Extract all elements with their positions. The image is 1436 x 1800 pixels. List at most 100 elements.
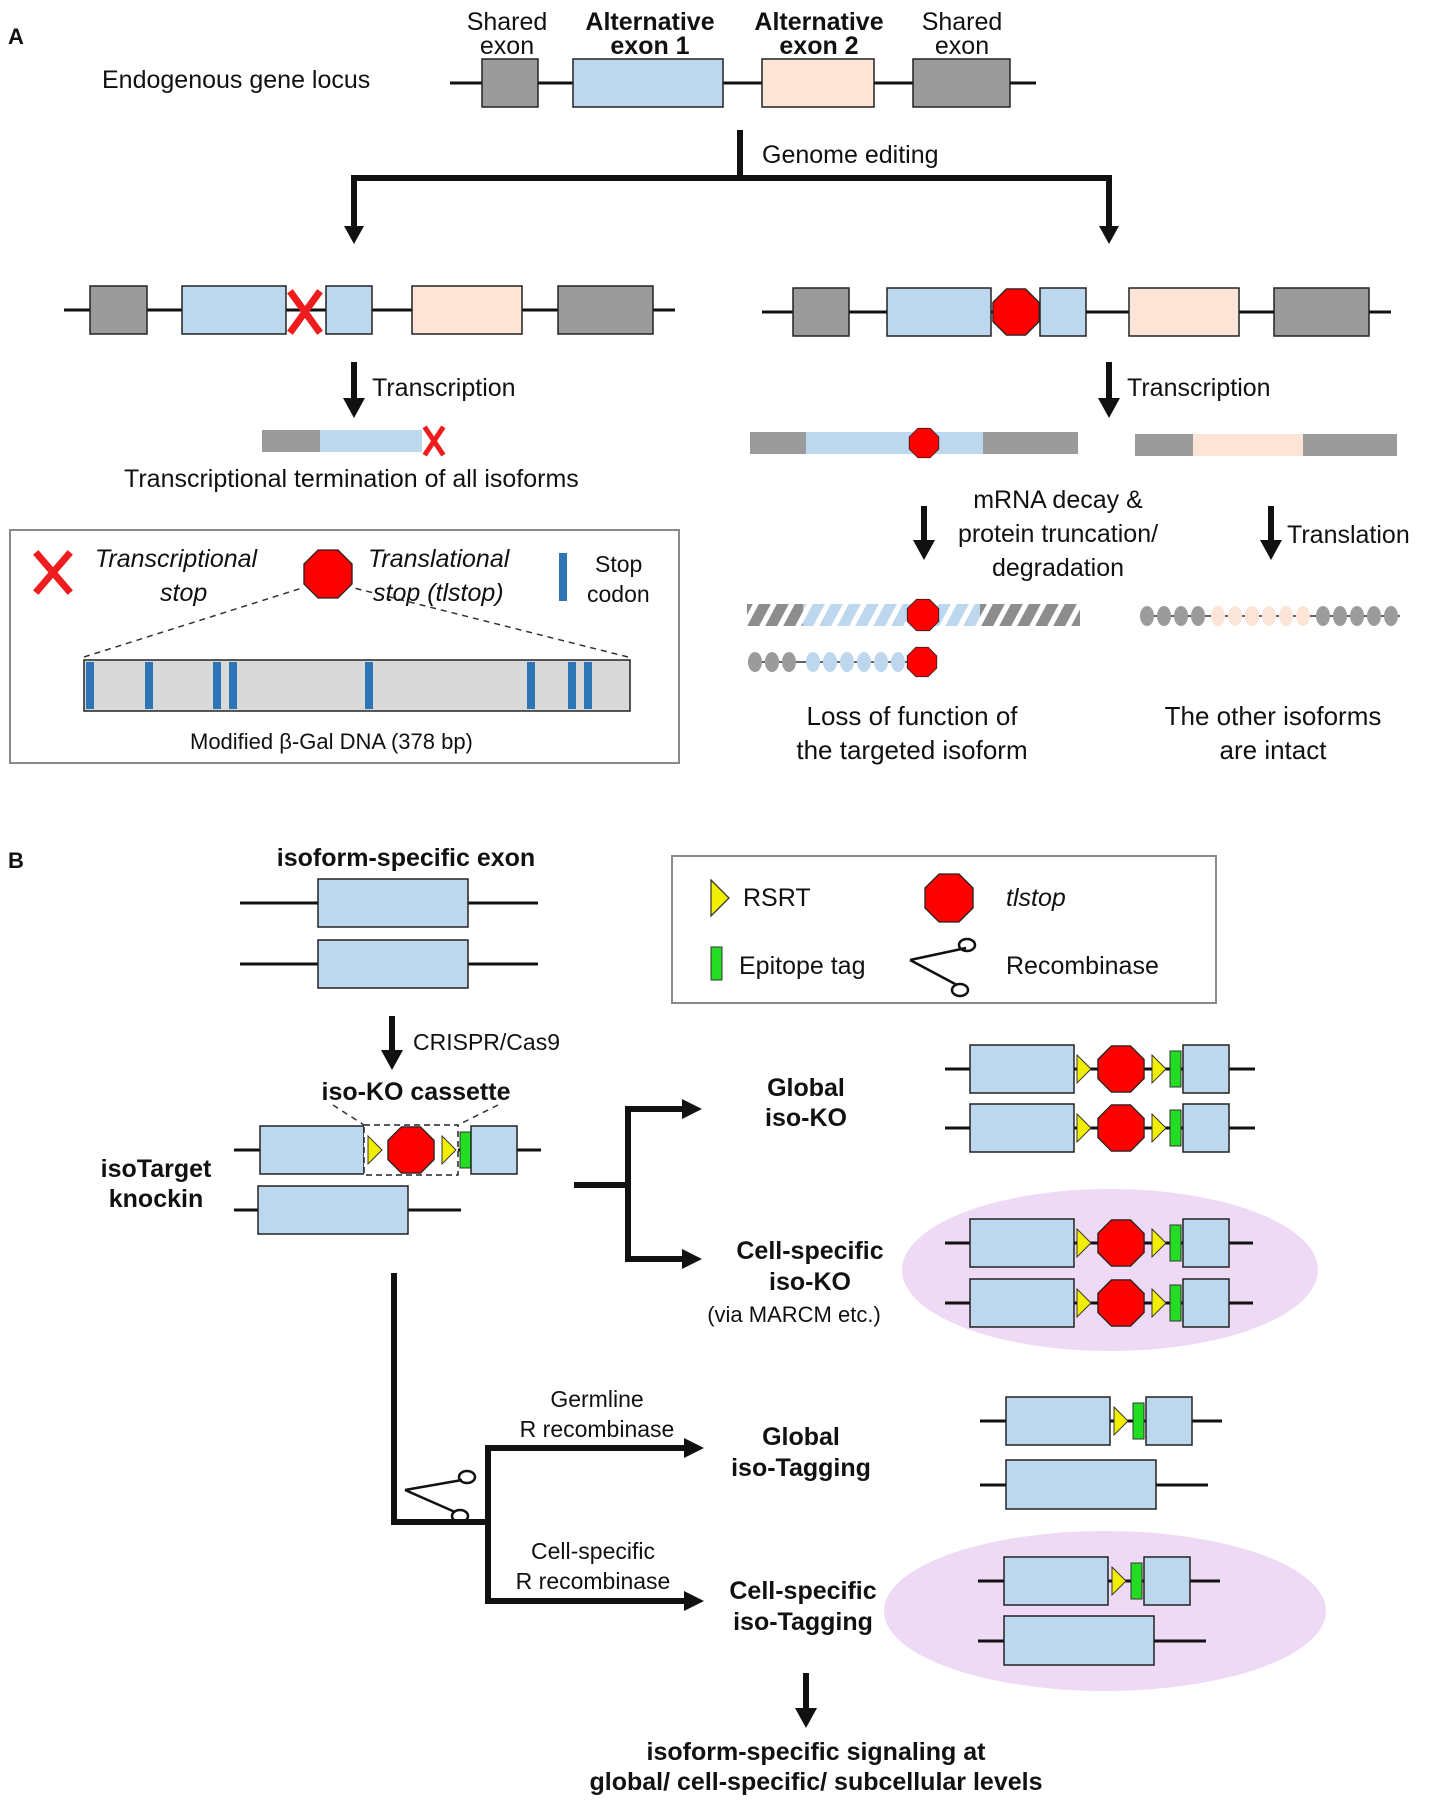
legend-transcriptional-stop-2: stop (160, 579, 207, 607)
protein-tlstop-icon (906, 646, 938, 678)
alt-exon-2-label-2: exon 2 (779, 32, 858, 60)
modified-beta-gal-dna (83, 659, 631, 712)
shared-exon-left (481, 58, 539, 108)
global-ko-label-2: iso-KO (765, 1104, 847, 1132)
cell-tag-highlight (884, 1531, 1326, 1691)
cell-ko-label-1: Cell-specific (736, 1237, 883, 1265)
legend-tlstop-icon-b (924, 873, 974, 923)
legend-rsrt-icon (710, 879, 730, 917)
crispr-arrow (381, 1050, 403, 1070)
bottom-caption-2: global/ cell-specific/ subcellular level… (590, 1768, 1043, 1796)
isotarget-knockin-locus (234, 1104, 541, 1235)
mrna-decay-2: protein truncation/ (958, 520, 1158, 548)
ko-branch-lines (574, 1106, 688, 1262)
legend-stop-codon-icon (559, 553, 567, 601)
transcription-label-right: Transcription (1127, 374, 1271, 402)
legend-stop-codon-2: codon (587, 581, 650, 607)
cell-specific-tagging-loci (978, 1556, 1220, 1666)
germline-label-1: Germline (550, 1386, 643, 1412)
transcriptional-stop-x-icon (287, 289, 323, 335)
legend-tlstop-icon (303, 549, 353, 599)
arrow-global-tag (684, 1438, 704, 1458)
truncated-transcript (262, 425, 446, 457)
global-tagging-loci (980, 1396, 1222, 1510)
edited-locus-transcriptional-stop (64, 285, 675, 335)
truncated-protein (748, 646, 938, 678)
legend-transcriptional-stop-icon (33, 550, 73, 595)
degraded-mrna (747, 598, 1080, 632)
shared-exon-left-label-1: Shared (467, 8, 548, 36)
alt-exon-1-label-2: exon 1 (610, 32, 689, 60)
transcription-arrow-right (1098, 398, 1120, 418)
cell-ko-highlight (902, 1189, 1318, 1351)
panel-b-label: B (8, 848, 24, 873)
global-ko-label-1: Global (767, 1074, 845, 1102)
shared-exon-right-label-1: Shared (922, 8, 1003, 36)
legend-translational-stop-1: Translational (368, 545, 511, 573)
mrna-decay-3: degradation (992, 554, 1124, 582)
cell-tag-label-1: Cell-specific (729, 1577, 876, 1605)
shared-exon-right-label-2: exon (935, 32, 989, 60)
global-tag-label-2: iso-Tagging (731, 1454, 871, 1482)
decay-arrow (913, 540, 935, 560)
legend-stop-codon-1: Stop (595, 551, 642, 577)
arrow-global-ko (682, 1099, 702, 1119)
legend-scissors-icon (909, 937, 977, 998)
intact-protein (1140, 606, 1400, 626)
branch-scissors-icon (404, 1469, 477, 1524)
arrow-cell-tag (684, 1591, 704, 1611)
translation-label: Translation (1287, 521, 1410, 549)
endogenous-locus (450, 58, 1036, 108)
arrow-cell-ko (682, 1249, 702, 1269)
arrow-left-branch (344, 226, 364, 244)
legend-recombinase-label: Recombinase (1006, 952, 1159, 980)
panel-a-label: A (8, 24, 24, 49)
alt-exon-2 (761, 58, 875, 108)
exon-title: isoform-specific exon (277, 844, 535, 872)
intact-caption-2: are intact (1220, 735, 1328, 765)
edited-locus-tlstop (762, 287, 1391, 337)
dna-caption: Modified β-Gal DNA (378 bp) (190, 729, 473, 754)
signaling-arrow (795, 1708, 817, 1728)
transcription-arrow-left (343, 398, 365, 418)
intact-caption-1: The other isoforms (1165, 701, 1382, 731)
stop-codons (86, 662, 592, 709)
legend-translational-stop-2: stop (tlstop) (373, 579, 504, 607)
alt-exon-1 (572, 58, 724, 108)
legend-rsrt-label: RSRT (743, 884, 811, 912)
germline-label-2: R recombinase (520, 1416, 675, 1442)
cell-ko-note: (via MARCM etc.) (707, 1302, 881, 1327)
locus-label: Endogenous gene locus (102, 66, 370, 94)
stop-legend-box (9, 529, 680, 764)
cell-tag-label-2: iso-Tagging (733, 1608, 873, 1636)
shared-exon-left-label-2: exon (480, 32, 534, 60)
isoform-specific-exon (240, 878, 538, 989)
global-ko-loci (945, 1044, 1255, 1153)
cell-recombinase-label-1: Cell-specific (531, 1538, 655, 1564)
alt-exon-2-label-1: Alternative (754, 8, 883, 36)
alt-exon-1-label-1: Alternative (585, 8, 714, 36)
tlstop-icon (992, 288, 1040, 336)
loss-caption-2: the targeted isoform (796, 735, 1027, 765)
bottom-caption-1: isoform-specific signaling at (647, 1738, 987, 1766)
cell-recombinase-label-2: R recombinase (516, 1568, 671, 1594)
reagent-legend-box (671, 855, 1217, 1004)
crispr-label: CRISPR/Cas9 (413, 1029, 560, 1055)
global-tag-label-1: Global (762, 1423, 840, 1451)
knockin-label-1: isoTarget (101, 1155, 212, 1183)
mrna-decay-1: mRNA decay & (973, 486, 1143, 514)
termination-caption: Transcriptional termination of all isofo… (124, 465, 579, 493)
degraded-tlstop-icon (906, 598, 940, 632)
targeted-transcript (750, 427, 1078, 459)
other-isoform-transcript (1135, 434, 1397, 456)
cassette-label: iso-KO cassette (322, 1078, 511, 1106)
legend-transcriptional-stop-1: Transcriptional (95, 545, 259, 573)
arrow-right-branch (1099, 226, 1119, 244)
loss-caption-1: Loss of function of (806, 701, 1018, 731)
legend-tlstop-label: tlstop (1006, 884, 1066, 912)
genome-editing-branch (351, 130, 1112, 236)
translation-arrow (1260, 540, 1282, 560)
legend-epitope-label: Epitope tag (739, 952, 866, 980)
cell-ko-label-2: iso-KO (769, 1268, 851, 1296)
